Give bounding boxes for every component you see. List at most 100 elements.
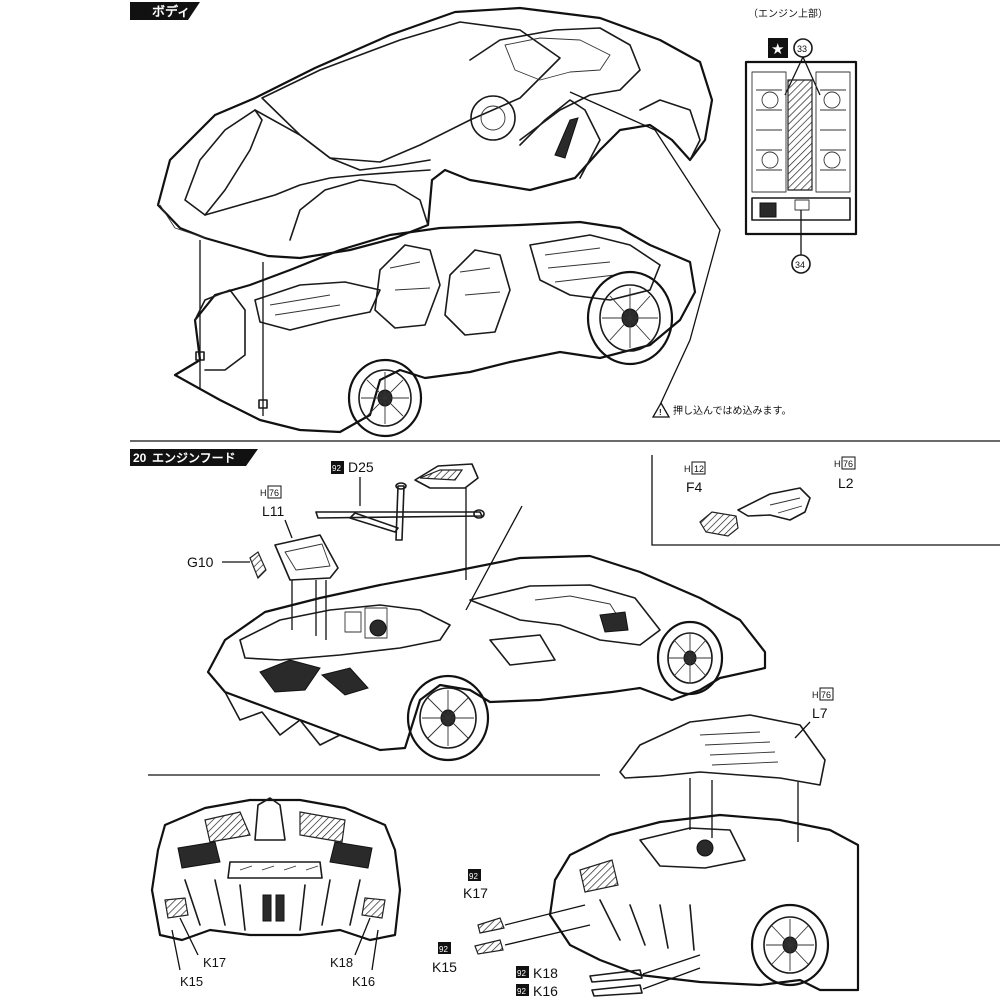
k15-leader [504, 924, 591, 946]
rear-light-left [177, 841, 221, 869]
part-f4 [699, 511, 739, 537]
exhaust-1 [262, 894, 272, 922]
warning-icon [651, 401, 671, 418]
d25-code: D25 [348, 459, 374, 475]
chassis-drawing [173, 220, 697, 438]
part-d25-group: 92 D25 [315, 459, 523, 611]
car-windshield [469, 584, 661, 646]
rear-detail-fins [599, 899, 695, 951]
front-fender-panel [194, 289, 246, 371]
dash-vents [269, 294, 341, 316]
step-20-tab [130, 449, 258, 466]
part-k15 [474, 939, 504, 955]
part-l11-group: H 76 L11 G10 [187, 485, 339, 640]
seat-right [444, 249, 511, 336]
rear-detail-rim [763, 916, 817, 974]
rear-label-k15: K15 [180, 974, 203, 989]
upper-body-shell [156, 6, 714, 260]
k16-badge: 92 [517, 987, 526, 996]
engine-cap-4 [823, 151, 841, 169]
car-body-step20 [206, 554, 767, 762]
splitter [159, 204, 206, 239]
part-d25-end [473, 509, 485, 519]
l7-sprue-box [819, 687, 834, 701]
car-engine-part-1 [364, 607, 388, 639]
front-rim [358, 369, 412, 427]
warning-icon-mark: ! [659, 408, 662, 417]
l11-sprue: H [260, 488, 267, 498]
step-19-header: 19 ボディ [130, 2, 200, 20]
k18-badge: 92 [517, 969, 526, 978]
rear-label-k16: K16 [352, 974, 375, 989]
taillight-left [259, 659, 321, 693]
warning-note: ! 押し込んではめ込みます。 [651, 401, 792, 418]
interior-seat-wheel-hub [480, 105, 506, 131]
part-l7 [619, 714, 826, 786]
l2-sprue-box [841, 456, 856, 470]
engine-bank-right [815, 71, 851, 193]
seat-stitching [389, 261, 501, 296]
engine-rear-clip [794, 199, 810, 211]
front-hood-left [184, 109, 263, 216]
part-d25-post-cap [395, 482, 407, 490]
rear-light-right [329, 841, 373, 869]
car-front-spokes [668, 634, 712, 682]
rear-tire [586, 270, 674, 366]
peg-right [258, 399, 268, 409]
callout-33-leader-b [802, 56, 821, 96]
car-rear-tire [406, 674, 490, 762]
inset-frame [651, 455, 1000, 546]
rear-spokes [602, 288, 658, 348]
rear-detail-vent [579, 859, 619, 893]
part-l7-group: H 76 L7 [619, 687, 834, 842]
interior-seat-wheel [470, 95, 516, 141]
front-wheel-arch [289, 179, 429, 241]
l7-leader [794, 721, 811, 739]
step-20-number: 20 [133, 451, 147, 465]
rear-view-drawing: K17 K15 K18 K16 [150, 797, 402, 989]
rear-detail-engine [639, 827, 746, 869]
f4-sprue: H [684, 464, 691, 474]
engine-top-caption: （エンジン上部） [748, 7, 828, 20]
car-rear-spokes [422, 690, 474, 746]
l11-code: L11 [262, 503, 285, 519]
car-cabin-line [534, 595, 621, 621]
d25-to-car-leader [465, 505, 523, 611]
k-part-labels: 92 K17 92 K15 92 K18 92 K16 [432, 869, 558, 999]
front-spokes [361, 372, 409, 424]
step-20-title: エンジンフード [152, 451, 236, 465]
part-g10 [249, 551, 267, 580]
part-l2-detail [769, 497, 803, 514]
part-k18 [589, 969, 643, 983]
rv-k18-leader [354, 917, 371, 956]
rear-vent-left [204, 811, 251, 843]
callout-34-circle [791, 254, 811, 274]
car-front-wheel [656, 620, 724, 696]
front-fascia [204, 169, 431, 216]
front-wheel [347, 358, 423, 438]
l7-sprue: H [812, 690, 819, 700]
k18-leader [642, 954, 701, 975]
k17-badge: 92 [469, 872, 478, 881]
rear-detail-spokes [766, 919, 814, 971]
rear-detail-tire [750, 903, 830, 987]
engine-fins [756, 89, 846, 171]
taillight-right [320, 667, 369, 696]
car-rear-wheel [406, 674, 490, 762]
callout-33: 33 [797, 44, 807, 54]
l2-code: L2 [838, 475, 854, 491]
k18-badge-box [516, 966, 529, 978]
door-line [519, 99, 601, 179]
engine-cap-3 [823, 91, 841, 109]
diffuser-fins [224, 691, 341, 746]
rv-k16-leader [371, 929, 379, 971]
l11-sprue-no: 76 [269, 488, 279, 498]
k17-badge-box [468, 869, 481, 881]
seat-left [374, 244, 441, 329]
car-front-tire [656, 620, 724, 696]
step-19-number: 19 [133, 4, 147, 19]
l7-code: L7 [812, 705, 828, 721]
star-icon: ★ [771, 40, 784, 58]
rear-label-k17: K17 [203, 955, 226, 970]
side-intake [554, 117, 579, 159]
